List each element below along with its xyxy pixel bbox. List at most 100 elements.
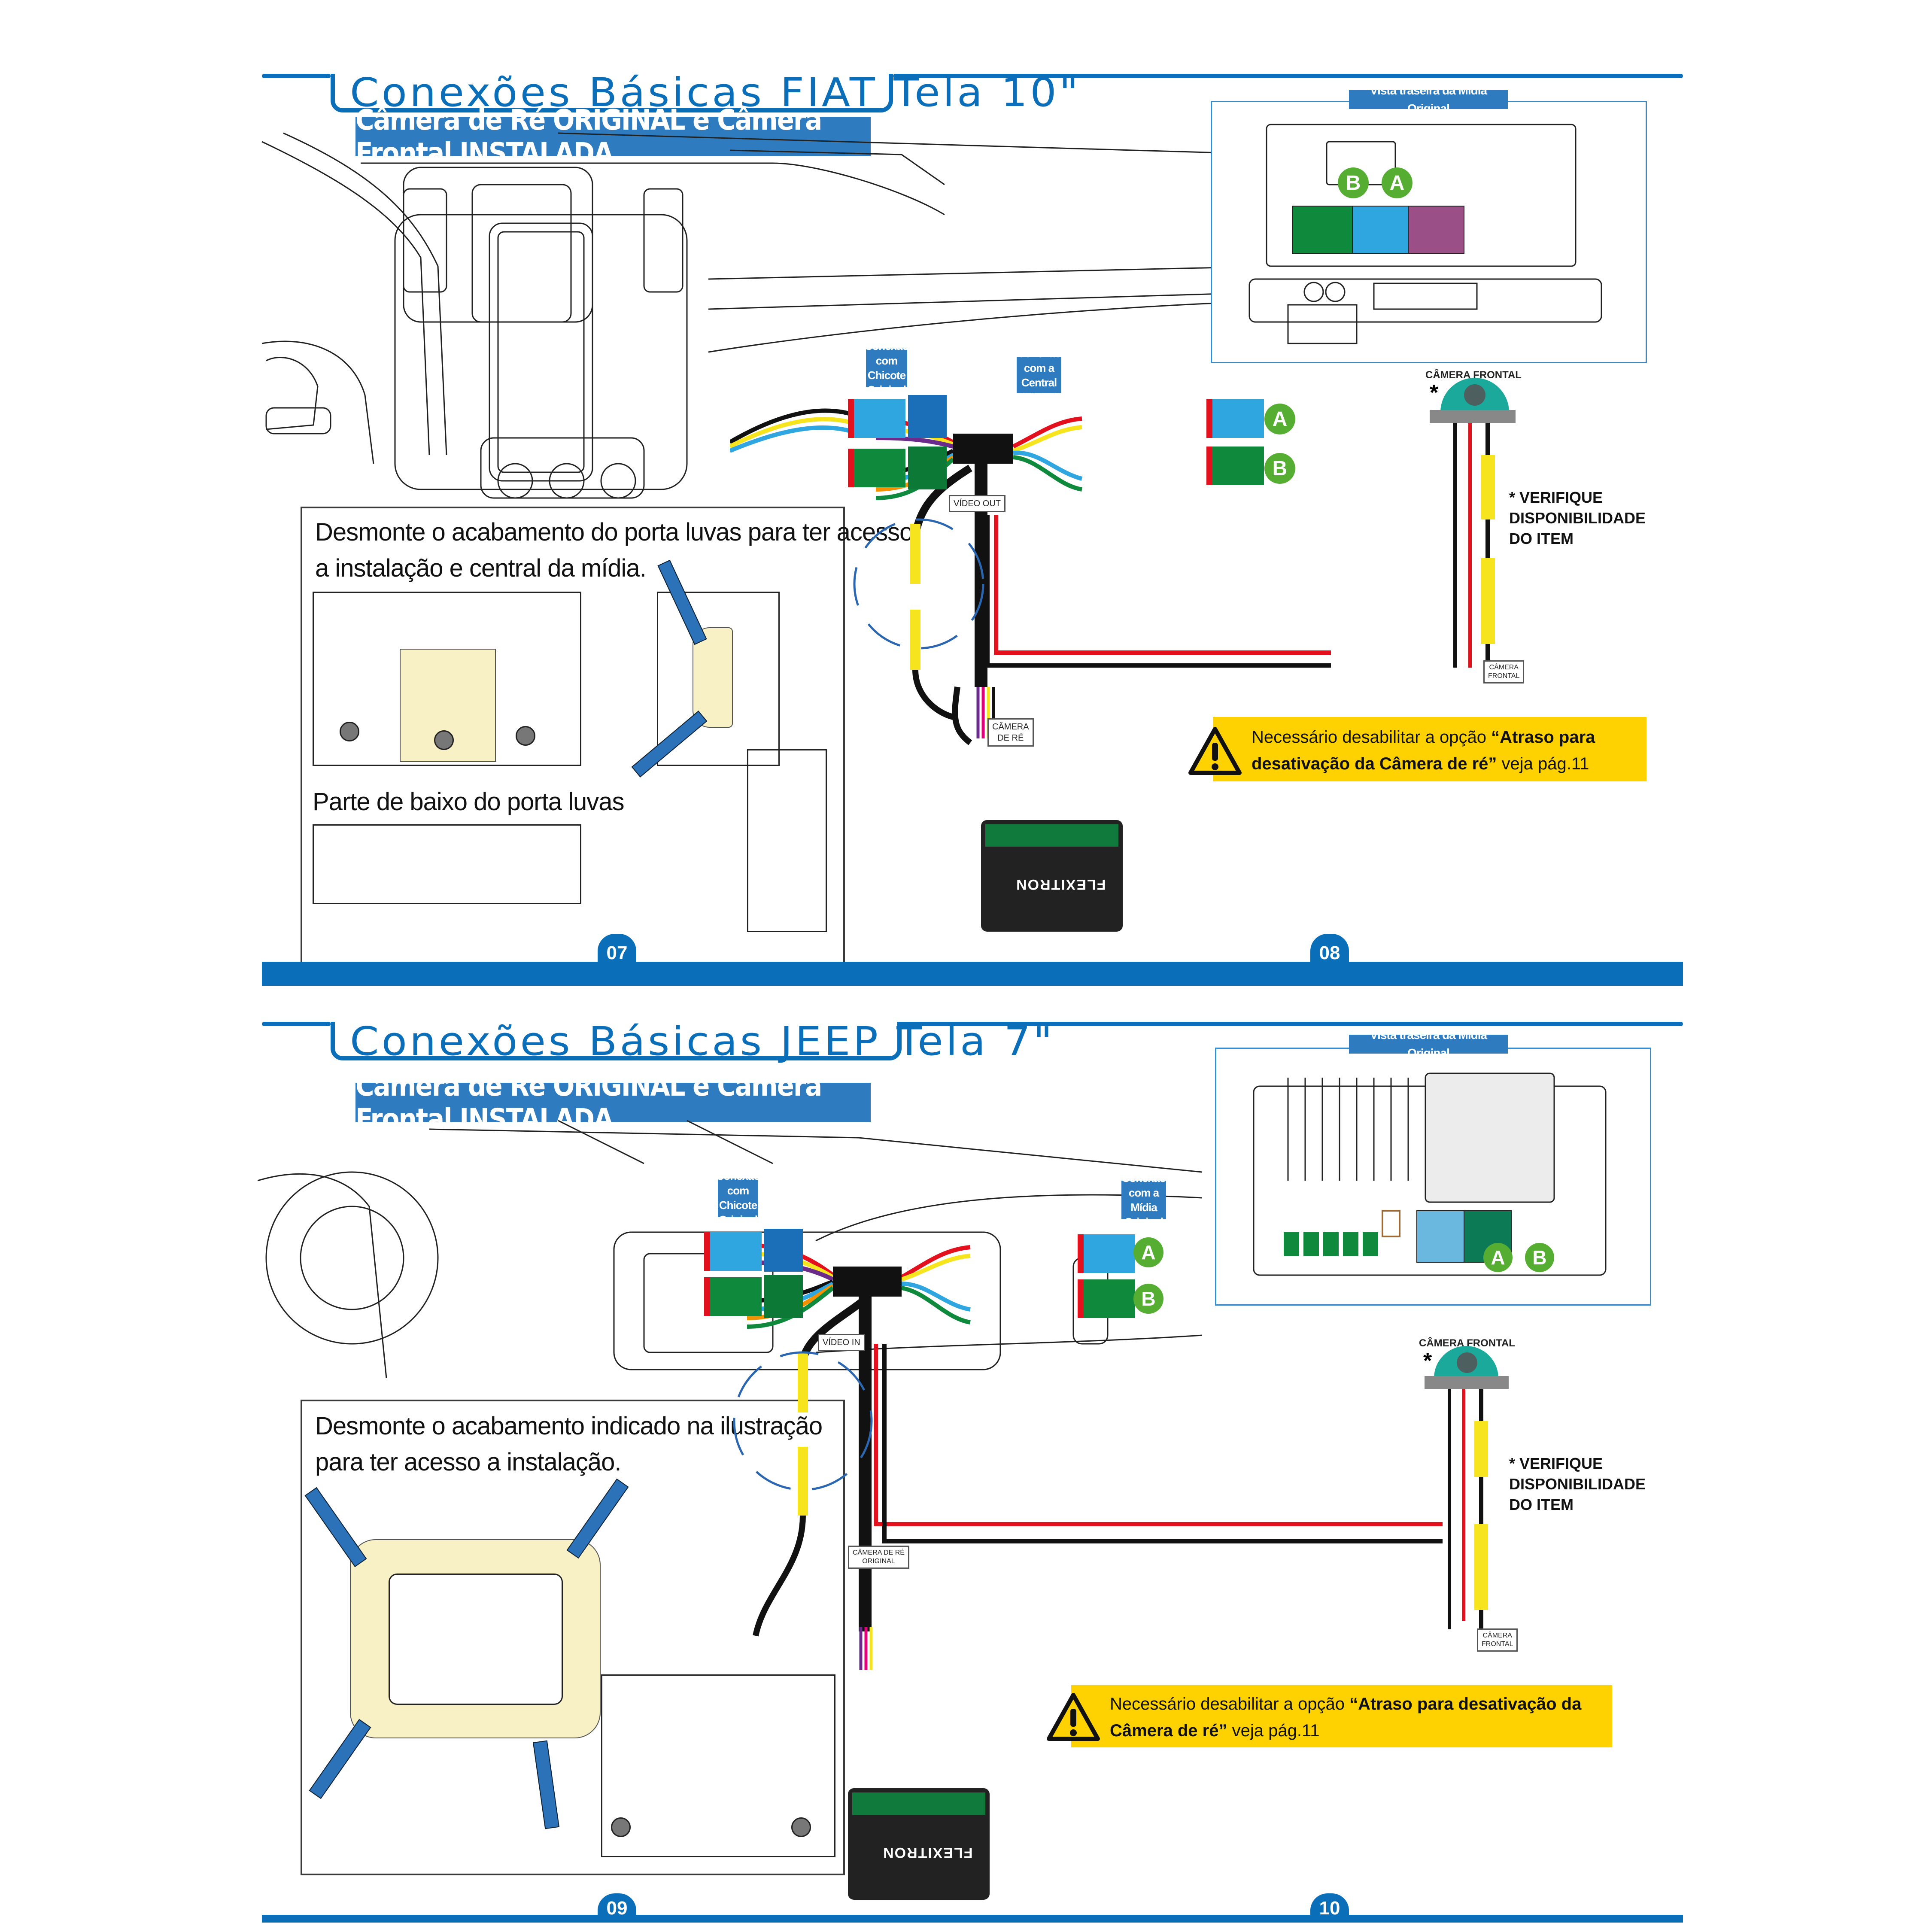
flexitron-module: FLEXITRON <box>848 1788 990 1900</box>
asterisk-mark: * <box>1423 1349 1432 1373</box>
warning-suffix: veja pág.11 <box>1497 754 1589 773</box>
media-unit-rear-illustration <box>1253 1072 1607 1276</box>
section-subtitle: Câmera de Ré ORIGINAL e Câmera Frontal I… <box>355 1069 871 1136</box>
rear-view-label: Vista traseira da Mídia Original <box>1349 1028 1508 1060</box>
screw-icon <box>611 1817 631 1837</box>
warning-prefix: Necessário desabilitar a opção <box>1110 1695 1350 1713</box>
title-rule-right <box>897 1022 1683 1026</box>
warning-icon <box>1188 727 1242 775</box>
connector-badge-a: A <box>1264 404 1295 434</box>
harness-connector-b-mate <box>764 1275 803 1318</box>
verify-availability-note: * VERIFIQUE DISPONIBILIDADE DO ITEM <box>1509 489 1646 547</box>
front-cam-rca-cable <box>1485 423 1490 680</box>
warning-text: Necessário desabilitar a opção “Atraso p… <box>1110 1691 1608 1744</box>
dashboard-illustration <box>261 132 1280 499</box>
rear-camera-tag: CÂMERA DE RÉ <box>987 718 1034 747</box>
warning-text: Necessário desabilitar a opção “Atraso p… <box>1252 724 1638 777</box>
sub-instructions-text: Parte de baixo do porta luvas <box>313 788 624 816</box>
glovebox-bottom-illustration <box>313 824 581 904</box>
title-rule-right <box>893 74 1683 78</box>
flexitron-module: FLEXITRON <box>981 820 1123 932</box>
instructions-text: Desmonte o acabamento indicado na ilustr… <box>315 1412 823 1476</box>
front-camera-tag: CÂMERA FRONTAL <box>1477 1628 1518 1652</box>
glovebox-illustration <box>313 592 581 766</box>
harness-connector-b <box>848 449 905 487</box>
front-cam-wire-black <box>1453 423 1457 668</box>
screw-icon <box>434 730 454 750</box>
harness-connector-a-mate <box>908 395 947 438</box>
front-camera-lens <box>1457 1352 1477 1373</box>
glovebox-side-illustration <box>631 559 780 778</box>
rear-camera-tag: CÂMERA DE RÉ ORIGINAL <box>848 1546 909 1569</box>
screw-icon <box>340 722 359 741</box>
jeep-section: Conexões Básicas JEEP Tela 7" Câmera de … <box>0 966 1932 1932</box>
rca-plug-icon <box>1481 455 1495 519</box>
unit-connector-a <box>1078 1234 1135 1273</box>
unit-removal-illustration <box>601 1674 835 1857</box>
unit-connector-b <box>1078 1279 1135 1318</box>
title-rule-left <box>262 1022 331 1026</box>
front-cam-wire-black <box>1448 1389 1451 1629</box>
page-number-left: 09 <box>598 1893 636 1919</box>
page-footer-bar <box>262 1915 1683 1923</box>
warning-banner <box>1213 717 1646 781</box>
front-cam-wire-red <box>1468 423 1472 668</box>
unit-connector-a <box>1206 399 1264 438</box>
harness-connector-b-mate <box>908 447 947 489</box>
front-camera-lens <box>1464 384 1485 406</box>
unit-label: Conexão com a Mídia Original <box>1121 1172 1166 1228</box>
asterisk-mark: * <box>1430 380 1439 405</box>
connector-badge-b: B <box>1133 1284 1163 1314</box>
screw-icon <box>516 726 535 746</box>
trim-removal-illustration <box>304 1478 633 1829</box>
rear-badge-b: B <box>1338 167 1369 198</box>
front-camera-base <box>1430 410 1516 423</box>
rca-jack-icon <box>1481 558 1495 644</box>
warning-option: “Atraso para desativação da Câmera de ré… <box>1110 1695 1582 1740</box>
verify-availability-note: * VERIFIQUE DISPONIBILIDADE DO ITEM <box>1509 1455 1646 1513</box>
connector-badge-b: B <box>1264 453 1295 484</box>
connector-badge-a: A <box>1133 1237 1163 1267</box>
media-unit-rear-illustration <box>1249 124 1602 344</box>
page-number-left: 07 <box>598 934 636 964</box>
video-in-tag: VÍDEO IN <box>818 1334 865 1351</box>
module-logo: FLEXITRON <box>882 1844 973 1861</box>
fiat-section: Conexões Básicas FIAT Tela 10" Câmera de… <box>261 70 1683 986</box>
page-footer-bar <box>262 962 1683 986</box>
warning-suffix: veja pág.11 <box>1227 1721 1320 1740</box>
warning-icon <box>1047 1693 1100 1741</box>
section-title: Conexões Básicas FIAT Tela 10" <box>350 70 1081 115</box>
front-camera-tag: CÂMERA FRONTAL <box>1483 660 1525 683</box>
harness-label: Conexão com Chicote Original <box>716 1170 761 1226</box>
harness-connector-a <box>848 399 905 438</box>
module-logo: FLEXITRON <box>1015 876 1106 893</box>
module-pcb <box>852 1792 985 1815</box>
rear-badge-a: A <box>1382 167 1413 198</box>
warning-option: “Atraso para desativação da Câmera de ré… <box>1252 728 1595 773</box>
page-number-right: 08 <box>1310 934 1349 964</box>
front-cam-rca-cable <box>1479 1389 1483 1646</box>
rca-jack-icon <box>1474 1524 1488 1610</box>
pry-tool-icon <box>309 1719 371 1799</box>
title-rule-left <box>262 74 331 78</box>
harness-connector-a-mate <box>764 1229 803 1272</box>
rear-badge-b: B <box>1525 1243 1554 1272</box>
title-frame <box>331 74 893 112</box>
module-pcb <box>985 824 1118 847</box>
rear-badge-a: A <box>1483 1243 1513 1272</box>
trim-screen <box>389 1574 563 1705</box>
instructions-text: Desmonte o acabamento do porta luvas par… <box>315 518 913 582</box>
page-number-right: 10 <box>1310 1893 1349 1919</box>
rear-view-label: Vista traseira da Mídia Original <box>1349 84 1508 115</box>
wiring-harness <box>733 1243 1443 1670</box>
video-out-tag: VÍDEO OUT <box>949 495 1006 512</box>
screw-icon <box>791 1817 811 1837</box>
title-frame <box>331 1022 902 1060</box>
front-cam-wire-red <box>1462 1389 1465 1621</box>
harness-connector-b <box>704 1277 762 1316</box>
section-title: Conexões Básicas JEEP Tela 7" <box>350 1018 1055 1064</box>
warning-banner <box>1071 1685 1612 1747</box>
harness-connector-a <box>704 1232 762 1271</box>
rca-plug-icon <box>1474 1421 1488 1477</box>
unit-connector-b <box>1206 447 1264 485</box>
